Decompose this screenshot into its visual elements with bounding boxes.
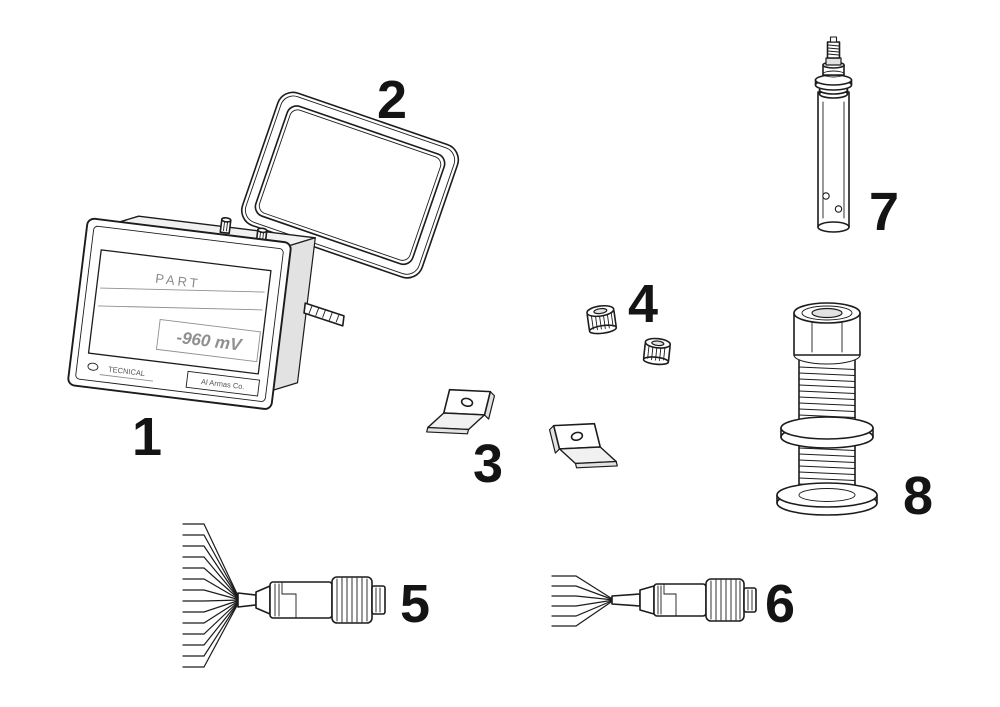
part-bracket-b bbox=[548, 422, 618, 469]
part-number-1: 1 bbox=[132, 407, 162, 467]
mid-flange bbox=[780, 416, 874, 449]
brand-logo-icon bbox=[87, 362, 99, 371]
rear-terminal-pin bbox=[303, 302, 345, 327]
part-cable bbox=[551, 575, 757, 627]
bracket-hole bbox=[460, 397, 474, 408]
gasket-thickness-line bbox=[244, 95, 456, 275]
hex-nut bbox=[793, 302, 861, 365]
meter-bezel-inner-line bbox=[75, 225, 284, 402]
cable-bundle bbox=[237, 592, 257, 608]
brand-left-label: TECNICAL bbox=[108, 365, 146, 378]
probe-hole bbox=[822, 192, 830, 200]
part-panel-meter: PART -960 mV TECNICAL Al Armas Co. bbox=[67, 215, 345, 410]
connector-tip bbox=[371, 585, 386, 615]
wire-fan bbox=[551, 575, 615, 627]
probe-washers bbox=[814, 74, 853, 99]
connector-shell bbox=[653, 583, 707, 617]
part-number-3: 3 bbox=[473, 434, 503, 494]
display-window bbox=[87, 249, 272, 375]
nut-hole bbox=[651, 340, 665, 347]
part-number-4: 4 bbox=[628, 274, 658, 334]
nut-hole bbox=[811, 307, 843, 319]
part-number-7: 7 bbox=[869, 182, 899, 242]
part-gasket bbox=[240, 91, 460, 279]
coupling-ring bbox=[705, 578, 745, 622]
part-number-2: 2 bbox=[377, 70, 407, 130]
connector-body bbox=[639, 578, 757, 622]
nut-bottom bbox=[642, 356, 670, 366]
brand-right-box bbox=[185, 370, 261, 397]
probe-bottom bbox=[817, 221, 850, 233]
gasket-inner-thickness-line bbox=[258, 109, 442, 261]
probe-stud bbox=[826, 36, 841, 59]
bracket-foot-edge bbox=[426, 426, 470, 435]
part-number-5: 5 bbox=[400, 574, 430, 634]
terminal-stud-cap bbox=[221, 217, 232, 223]
part-threaded-fitting bbox=[776, 302, 878, 516]
probe-hole bbox=[834, 205, 843, 213]
connector-boot bbox=[639, 585, 655, 615]
meter-display: PART -960 mV bbox=[87, 249, 272, 375]
part-number-8: 8 bbox=[903, 466, 933, 526]
bracket-foot-edge bbox=[574, 460, 618, 469]
part-number-6: 6 bbox=[765, 574, 795, 634]
connector-body bbox=[255, 576, 386, 624]
connector-boot bbox=[255, 585, 271, 615]
wire-fan bbox=[182, 523, 241, 668]
nut-hole bbox=[593, 307, 608, 315]
part-bracket-a bbox=[426, 388, 496, 435]
part-number-labels: 1 2 3 4 5 6 7 8 bbox=[132, 70, 933, 634]
probe-band bbox=[825, 57, 842, 66]
thread-section-upper bbox=[798, 354, 856, 429]
display-value-box bbox=[156, 319, 261, 363]
pin-stripes bbox=[308, 305, 340, 323]
gasket-inner-edge bbox=[254, 105, 446, 266]
part-knurled-nut-a bbox=[586, 304, 618, 335]
bottom-flange bbox=[776, 482, 878, 516]
display-title: PART bbox=[155, 271, 202, 291]
ring-knurls bbox=[336, 577, 368, 623]
ring-knurls bbox=[710, 579, 741, 621]
connector-tip bbox=[743, 587, 757, 613]
part-knurled-nut-b bbox=[642, 337, 672, 366]
bracket-hole bbox=[570, 431, 584, 442]
thread-lines bbox=[798, 366, 856, 418]
cable-bundle bbox=[611, 593, 641, 607]
part-probe bbox=[814, 36, 853, 233]
terminal-stud-cap bbox=[257, 227, 268, 234]
thread-lines bbox=[798, 447, 856, 487]
part-cable-multiwire bbox=[182, 523, 386, 668]
